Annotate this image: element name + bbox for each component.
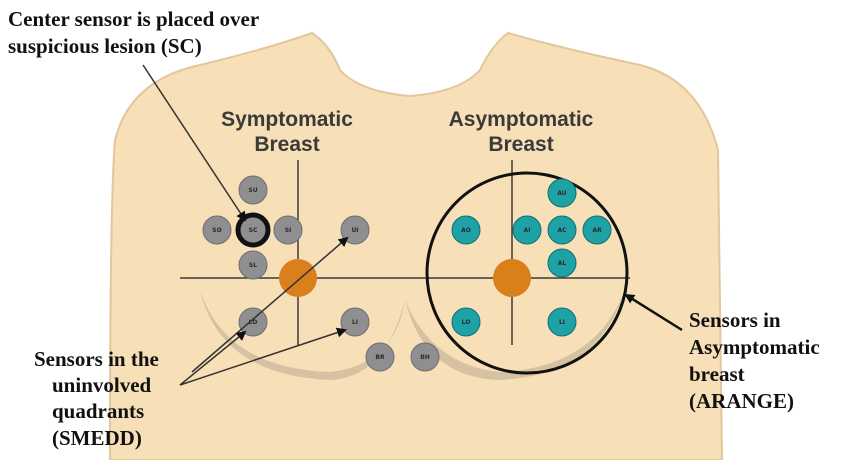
sensor-asym-lower-inner-label: LI xyxy=(559,319,565,326)
sensor-asym-outer-label: AO xyxy=(461,227,471,234)
sensor-asym-lower-inner: LI xyxy=(548,308,576,336)
sensor-sym-center: SC xyxy=(238,215,268,245)
sensor-asym-bottom: AL xyxy=(548,249,576,277)
sensor-sym-bottom: SL xyxy=(239,251,267,279)
sensor-sym-bottom-left: BR xyxy=(366,343,394,371)
callout-uninvolved-line3: quadrants xyxy=(52,399,144,423)
sensor-asym-top-label: AU xyxy=(557,190,566,197)
callout-center-line1: Center sensor is placed over xyxy=(8,7,259,31)
sensor-sym-bottom-right: BH xyxy=(411,343,439,371)
sensor-asym-center: AC xyxy=(548,216,576,244)
sensor-sym-bottom-right-label: BH xyxy=(420,354,430,361)
callout-asym-line2: Asymptomatic xyxy=(689,335,820,359)
sensor-sym-lower-outer: LO xyxy=(239,308,267,336)
sensor-sym-left-label: SO xyxy=(212,227,221,234)
sensor-sym-bottom-label: SL xyxy=(249,262,257,269)
sensor-asym-outer: AO xyxy=(452,216,480,244)
sensor-sym-top: SU xyxy=(239,176,267,204)
symptomatic-heading-line2: Breast xyxy=(254,133,319,156)
sensor-asym-right: AR xyxy=(583,216,611,244)
callout-uninvolved-line1: Sensors in the xyxy=(34,347,159,371)
callout-asym-line1: Sensors in xyxy=(689,308,781,332)
torso-silhouette xyxy=(110,33,722,460)
callout-uninvolved-line2: uninvolved xyxy=(52,373,152,397)
sensor-sym-center-label: SC xyxy=(249,227,258,234)
sensor-sym-lower-inner-label: LI xyxy=(352,319,358,326)
sensor-asym-inner-label: AI xyxy=(524,227,531,234)
sensor-sym-upper-inner-label: UI xyxy=(351,227,358,234)
sensor-sym-left: SO xyxy=(203,216,231,244)
callout-uninvolved-line4: (SMEDD) xyxy=(52,426,142,450)
sensor-asym-inner: AI xyxy=(513,216,541,244)
sensor-asym-lower-outer: LO xyxy=(452,308,480,336)
asymptomatic-heading-line2: Breast xyxy=(488,133,553,156)
sensor-sym-lower-inner: LI xyxy=(341,308,369,336)
sensor-sym-right: SI xyxy=(274,216,302,244)
sensor-sym-right-label: SI xyxy=(285,227,292,234)
sensor-sym-top-label: SU xyxy=(248,187,257,194)
callout-asym-line4: (ARANGE) xyxy=(689,389,794,413)
sensor-asym-right-label: AR xyxy=(592,227,602,234)
sensor-asym-center-label: AC xyxy=(557,227,567,234)
callout-center-line2: suspicious lesion (SC) xyxy=(8,34,202,58)
sensor-asym-top: AU xyxy=(548,179,576,207)
sensor-asym-bottom-label: AL xyxy=(558,260,567,267)
symptomatic-heading-line1: Symptomatic xyxy=(221,108,353,131)
sensor-sym-bottom-left-label: BR xyxy=(375,354,385,361)
callout-asym-line3: breast xyxy=(689,362,745,386)
right-nipple xyxy=(493,259,531,297)
asymptomatic-heading-line1: Asymptomatic xyxy=(449,108,594,131)
sensor-asym-lower-outer-label: LO xyxy=(462,319,471,326)
